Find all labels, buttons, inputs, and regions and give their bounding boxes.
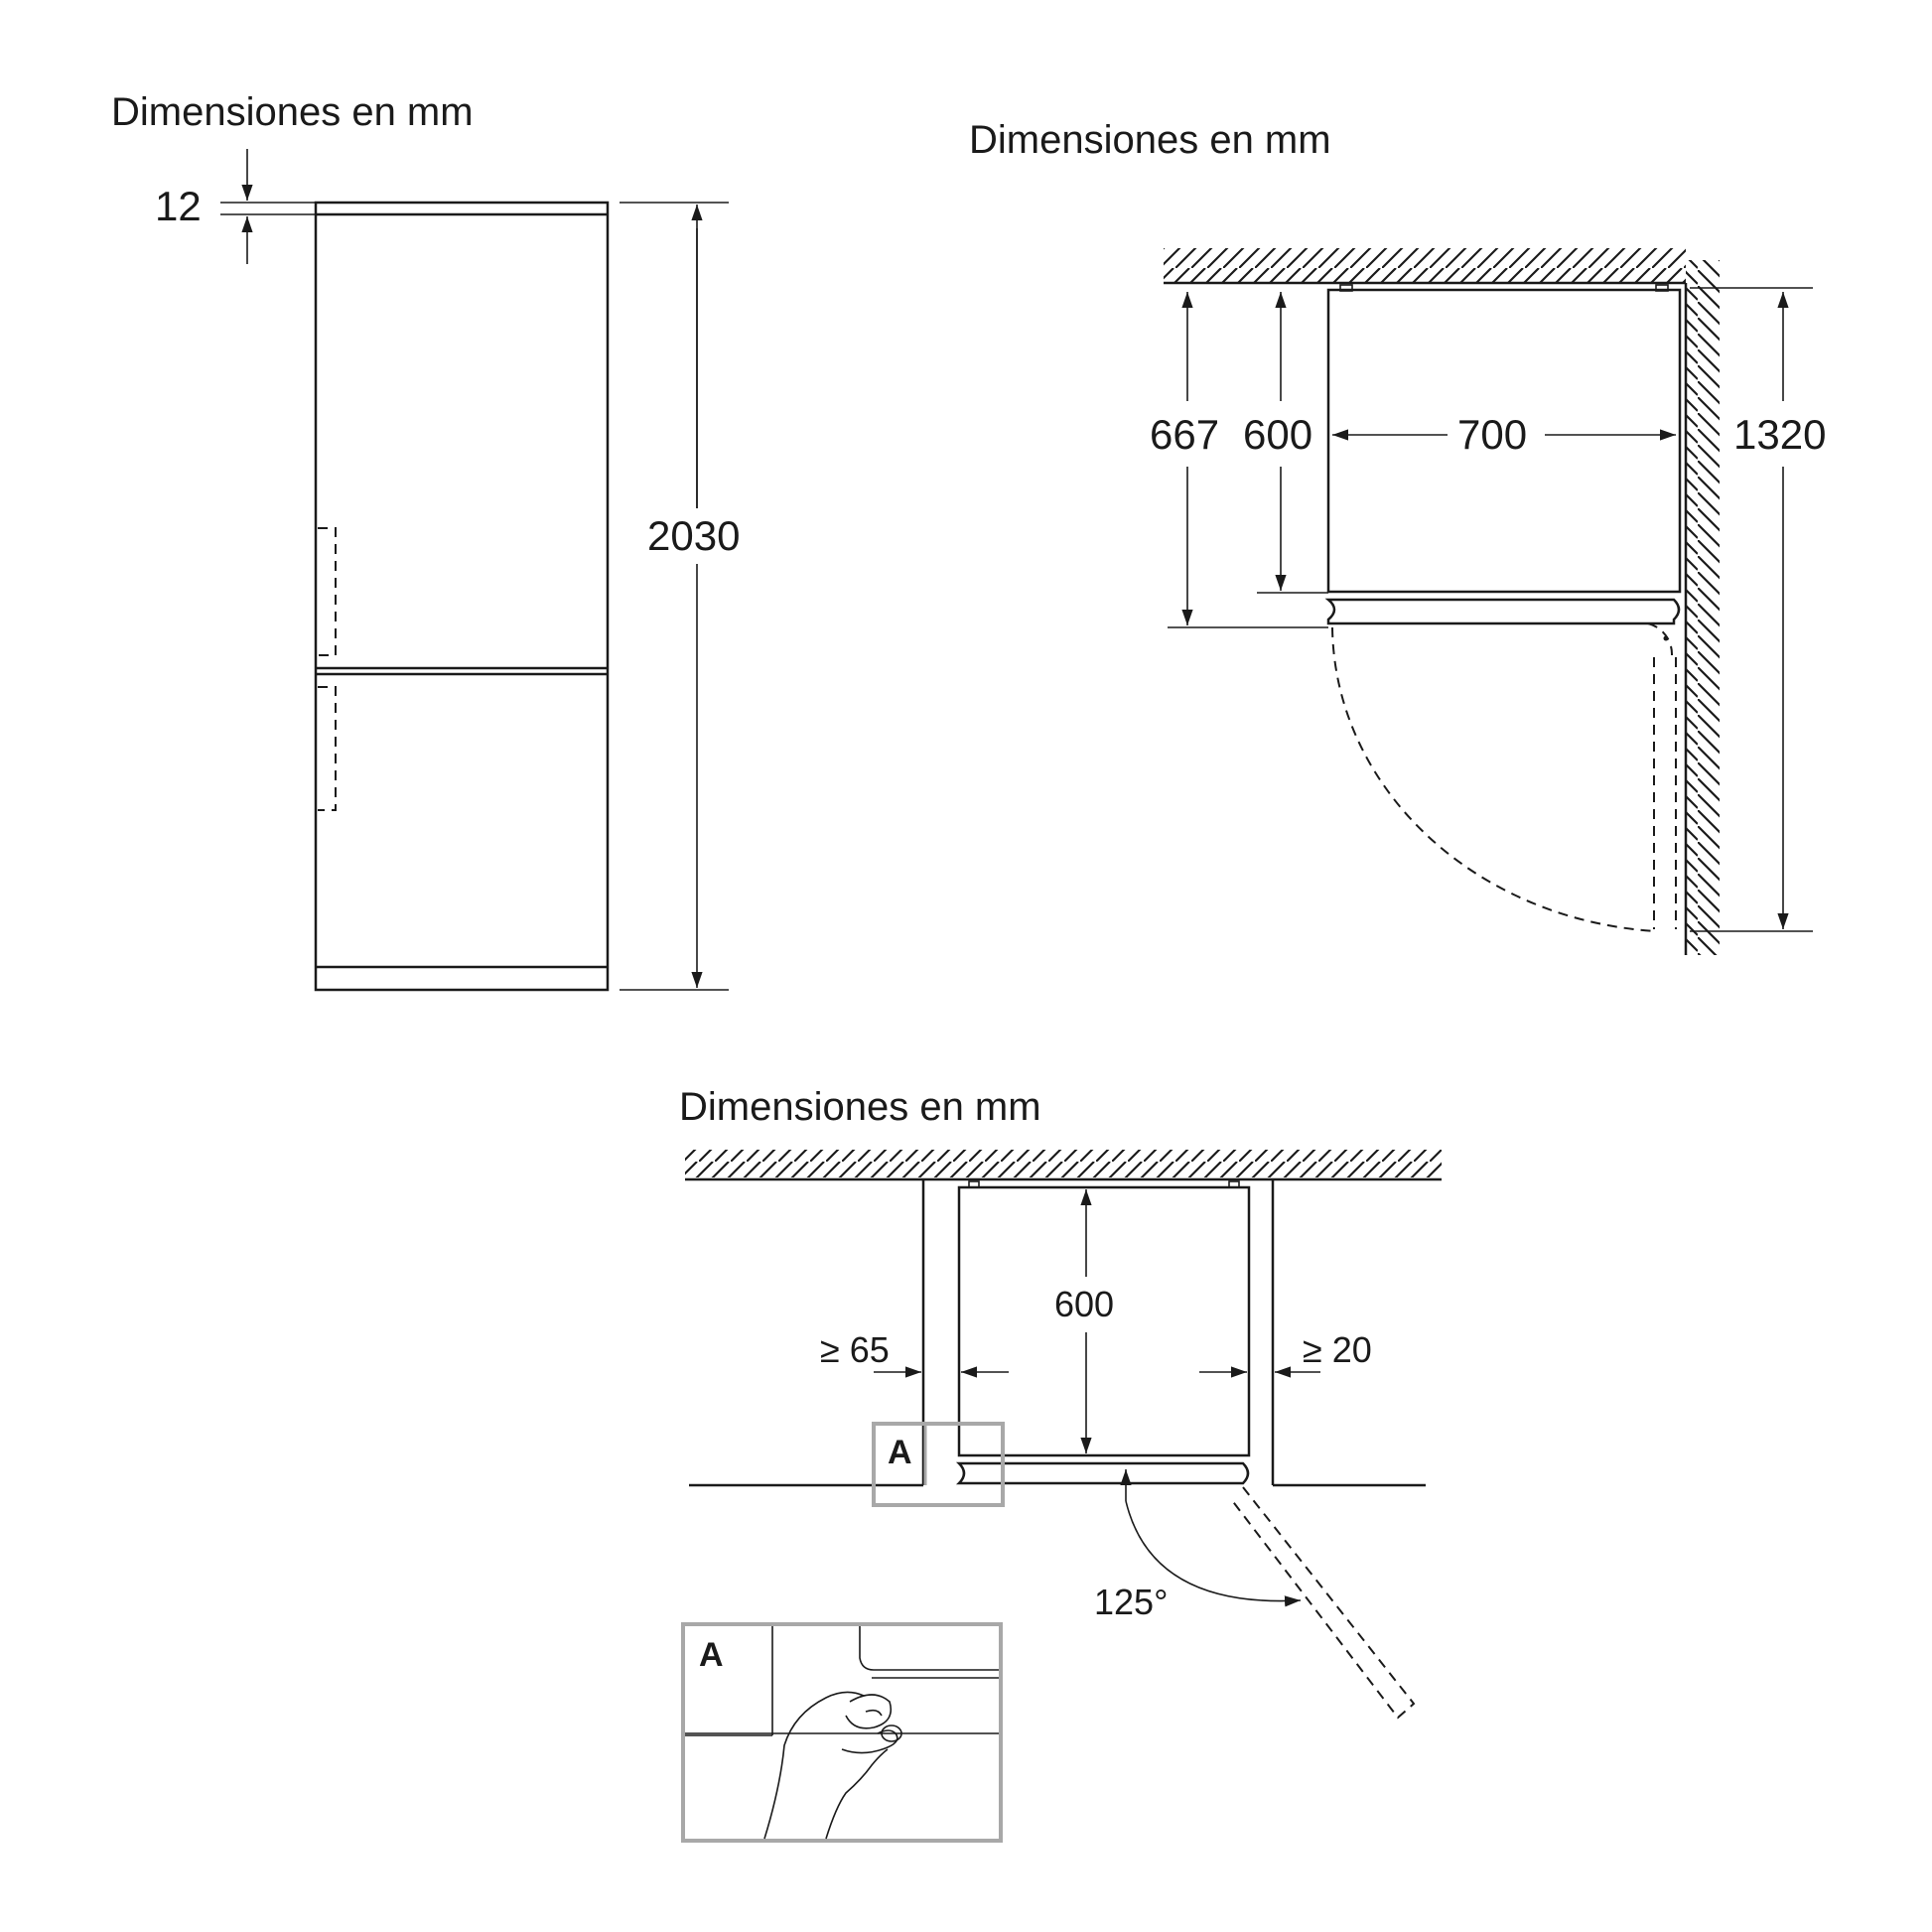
top-gap-dimension: 12	[155, 149, 316, 264]
front-view: Dimensiones en mm 12 2030	[111, 90, 740, 992]
niche-view: Dimensiones en mm 600	[679, 1085, 1442, 1843]
niche-wall	[685, 1150, 1442, 1181]
right-clearance-value: ≥ 20	[1303, 1329, 1372, 1370]
fridge-top-body	[1324, 284, 1682, 625]
depth-with-door-value: 667	[1150, 411, 1219, 458]
width-value: 700	[1457, 411, 1527, 458]
height-dimension: 2030	[620, 202, 740, 991]
wall-back	[1164, 248, 1686, 285]
detail-marker-letter: A	[888, 1434, 912, 1471]
detail-inset-letter: A	[699, 1636, 724, 1674]
niche-depth-value: 600	[1054, 1284, 1114, 1324]
top-gap-value: 12	[155, 183, 202, 229]
niche-view-title: Dimensiones en mm	[679, 1085, 1041, 1129]
fridge-niche-body	[955, 1180, 1251, 1485]
door-angle-dimension: 125°	[1094, 1469, 1302, 1622]
fridge-front-body	[314, 201, 610, 992]
door-swing-arc	[1331, 622, 1677, 932]
top-view: Dimensiones en mm 667	[969, 118, 1826, 955]
door-open-125	[1230, 1486, 1416, 1720]
width-dimension: 700	[1332, 411, 1676, 458]
wall-side	[1684, 260, 1720, 955]
front-view-title: Dimensiones en mm	[111, 90, 474, 134]
height-value: 2030	[647, 512, 740, 559]
top-view-title: Dimensiones en mm	[969, 118, 1331, 162]
door-handles	[318, 527, 337, 811]
depth-value: 600	[1243, 411, 1312, 458]
total-depth-dimension: 1320	[1690, 287, 1826, 932]
left-clearance-value: ≥ 65	[820, 1329, 890, 1370]
left-clearance-dimension: ≥ 65	[820, 1329, 1009, 1378]
detail-marker-a: A	[872, 1422, 1005, 1507]
hand-illustration	[763, 1691, 902, 1840]
depth-dimension: 600	[1243, 292, 1328, 594]
niche-depth-dimension: 600	[1054, 1189, 1114, 1453]
depth-with-door-dimension: 667	[1150, 292, 1328, 628]
cabinet-side-walls	[689, 1179, 1426, 1487]
door-angle-value: 125°	[1094, 1582, 1168, 1622]
right-clearance-dimension: ≥ 20	[1199, 1329, 1372, 1378]
detail-inset-a: A	[681, 1622, 1003, 1843]
total-depth-value: 1320	[1733, 411, 1826, 458]
